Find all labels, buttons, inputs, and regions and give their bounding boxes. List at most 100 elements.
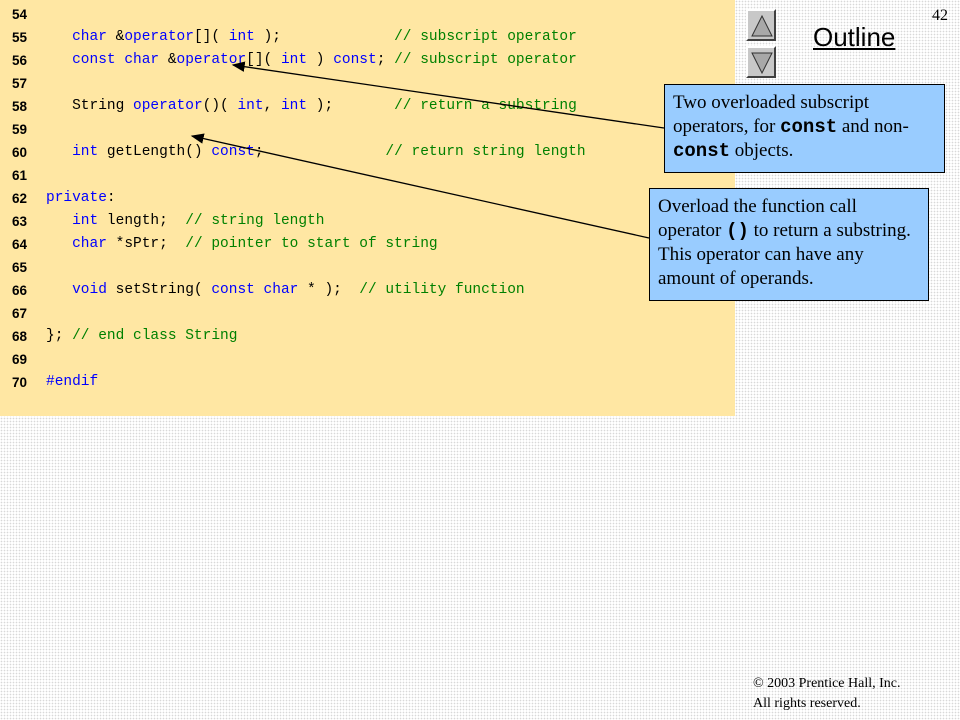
keyword-token: int xyxy=(72,213,99,229)
code-text: int getLength() const; // return string … xyxy=(46,141,586,164)
code-line: 55 char &operator[]( int ); // subscript… xyxy=(0,26,735,49)
keyword-token: void xyxy=(72,282,107,298)
code-text: char *sPtr; // pointer to start of strin… xyxy=(46,233,438,256)
code-text: #endif xyxy=(46,371,98,394)
line-number: 65 xyxy=(12,260,28,275)
code-line: 59 xyxy=(0,118,735,141)
code-text: }; // end class String xyxy=(46,325,237,348)
code-token: []( xyxy=(193,29,229,45)
line-number: 55 xyxy=(12,30,28,45)
code-text: void setString( const char * ); // utili… xyxy=(46,279,525,302)
code-line: 67 xyxy=(0,302,735,325)
keyword-token: operator xyxy=(133,98,203,114)
code-line: 61 xyxy=(0,164,735,187)
code-token: length; xyxy=(98,213,186,229)
code-line: 58 String operator()( int, int ); // ret… xyxy=(0,95,735,118)
comment-token: // pointer to start of string xyxy=(185,236,438,252)
keyword-token: int xyxy=(280,98,308,114)
code-token: }; xyxy=(46,328,73,344)
line-number: 59 xyxy=(12,122,28,137)
keyword-token: const xyxy=(211,144,255,160)
code-line: 56 const char &operator[]( int ) const; … xyxy=(0,49,735,72)
line-number: 56 xyxy=(12,53,28,68)
line-number: 62 xyxy=(12,191,28,206)
keyword-token: int xyxy=(228,29,255,45)
code-text: const char &operator[]( int ) const; // … xyxy=(46,49,577,72)
next-slide-button[interactable] xyxy=(746,46,776,78)
callout-text: objects. xyxy=(730,140,794,161)
code-token: String xyxy=(72,98,134,114)
code-token: *sPtr; xyxy=(106,236,186,252)
line-number: 57 xyxy=(12,76,28,91)
code-line: 57 xyxy=(0,72,735,95)
line-number: 61 xyxy=(12,168,28,183)
line-number: 54 xyxy=(12,7,28,22)
code-line: 54 xyxy=(0,3,735,26)
code-line: 66 void setString( const char * ); // ut… xyxy=(0,279,735,302)
code-token: []( xyxy=(246,52,281,68)
keyword-token: operator xyxy=(176,52,247,68)
comment-token: // subscript operator xyxy=(394,29,577,45)
code-token: & xyxy=(159,52,177,68)
page-number: 42 xyxy=(932,7,948,24)
code-token: , xyxy=(263,98,281,114)
outline-link[interactable]: Outline xyxy=(813,22,896,52)
comment-token: // subscript operator xyxy=(394,52,577,68)
code-line: 70 #endif xyxy=(0,371,735,394)
code-token: : xyxy=(106,190,116,206)
keyword-token: char xyxy=(72,29,107,45)
code-token: ); xyxy=(307,98,395,114)
line-number: 70 xyxy=(12,375,28,390)
line-number: 68 xyxy=(12,329,28,344)
previous-slide-button[interactable] xyxy=(746,9,776,41)
code-line: 60 int getLength() const; // return stri… xyxy=(0,141,735,164)
code-token: getLength() xyxy=(98,144,212,160)
code-text: String operator()( int, int ); // return… xyxy=(46,95,577,118)
keyword-token: char xyxy=(72,236,107,252)
keyword-token: int xyxy=(72,144,99,160)
rights-line: All rights reserved. xyxy=(753,696,861,711)
comment-token: // return string length xyxy=(385,144,586,160)
line-number: 58 xyxy=(12,99,28,114)
keyword-token: int xyxy=(237,98,264,114)
keyword-token: int xyxy=(280,52,308,68)
comment-token: // end class String xyxy=(72,328,238,344)
keyword-token: #endif xyxy=(46,374,99,390)
callout-text: to return a substring. This operator can… xyxy=(658,220,911,289)
keyword-token: const xyxy=(333,52,377,68)
code-line: 69 xyxy=(0,348,735,371)
callout-text: Two overloaded subscript operators, for xyxy=(673,92,870,137)
code-line: 62 private: xyxy=(0,187,735,210)
code-text: private: xyxy=(46,187,116,210)
code-line: 68}; // end class String xyxy=(0,325,735,348)
comment-token: // string length xyxy=(185,213,325,229)
line-number: 66 xyxy=(12,283,28,298)
keyword-token: private xyxy=(46,190,107,206)
code-token: * ); xyxy=(298,282,360,298)
keyword-token: const char xyxy=(211,282,299,298)
callout-code: const xyxy=(673,140,731,162)
subscript-operator-callout: Two overloaded subscript operators, for … xyxy=(664,84,945,173)
comment-token: // utility function xyxy=(359,282,525,298)
code-token: ); xyxy=(254,29,395,45)
line-number: 67 xyxy=(12,306,28,321)
line-number: 64 xyxy=(12,237,28,252)
function-call-operator-callout: Overload the function call operator () t… xyxy=(649,188,929,301)
line-number: 63 xyxy=(12,214,28,229)
code-token: ) xyxy=(307,52,334,68)
comment-token: // return a substring xyxy=(394,98,577,114)
callout-code: const xyxy=(780,116,838,138)
keyword-token: const char xyxy=(72,52,160,68)
code-text: int length; // string length xyxy=(46,210,324,233)
line-number: 60 xyxy=(12,145,28,160)
keyword-token: operator xyxy=(124,29,194,45)
code-token: setString( xyxy=(106,282,212,298)
code-token: ; xyxy=(254,144,386,160)
code-token: ()( xyxy=(202,98,238,114)
code-token: & xyxy=(106,29,125,45)
callout-code: () xyxy=(726,220,749,242)
line-number: 69 xyxy=(12,352,28,367)
copyright-notice: © 2003 Prentice Hall, Inc. All rights re… xyxy=(753,674,901,714)
code-line: 63 int length; // string length xyxy=(0,210,735,233)
